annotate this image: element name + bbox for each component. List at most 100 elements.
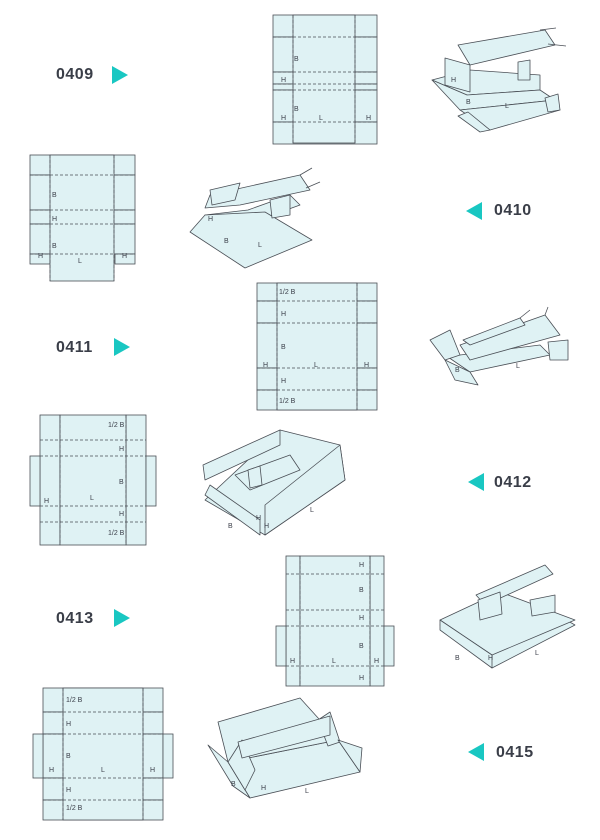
box-face: [444, 359, 479, 386]
box-face: [337, 739, 363, 773]
box-face: [477, 591, 503, 621]
arrow-0409: [112, 66, 128, 84]
cut-line: [519, 309, 531, 319]
box-face: [189, 211, 313, 269]
dimension-label: B: [231, 781, 236, 788]
dimension-label: H: [281, 115, 286, 122]
cut-line: [544, 306, 549, 316]
dimension-label: H: [122, 253, 127, 260]
panel: [162, 733, 174, 779]
style-code-0412: 0412: [494, 474, 532, 491]
dimension-label: B: [281, 344, 286, 351]
dimension-label: H: [256, 515, 261, 522]
dimension-label: L: [90, 495, 94, 502]
dimension-label: H: [49, 767, 54, 774]
panel: [275, 625, 287, 667]
arrow-0415: [468, 743, 484, 761]
dimension-label: L: [332, 658, 336, 665]
box-sketch-0415: B H L: [207, 697, 363, 799]
dimension-label: H: [264, 523, 269, 530]
cut-line: [305, 181, 321, 189]
box-face: [202, 429, 281, 481]
box-face: [429, 329, 461, 361]
panel: [292, 14, 356, 144]
dimension-label: H: [290, 658, 295, 665]
dimension-label: H: [364, 362, 369, 369]
dimension-label: L: [535, 650, 539, 657]
dimension-label: H: [374, 658, 379, 665]
panel: [369, 555, 385, 687]
dimension-label: 1/2 B: [279, 289, 296, 296]
dimension-label: L: [258, 242, 262, 249]
panel: [383, 625, 395, 667]
dimension-label: L: [310, 507, 314, 514]
box-face: [209, 182, 241, 206]
box-face: [269, 194, 291, 219]
arrow-0411: [114, 338, 130, 356]
dimension-label: H: [366, 115, 371, 122]
dimension-label: 1/2 B: [66, 697, 83, 704]
dimension-label: B: [455, 655, 460, 662]
dimension-label: B: [455, 367, 460, 374]
style-code-0411: 0411: [56, 339, 93, 356]
dimension-label: L: [78, 258, 82, 265]
box-sketch-0412: B HH L: [202, 429, 346, 536]
dimension-label: H: [150, 767, 155, 774]
dimension-label: L: [319, 115, 323, 122]
dimension-label: H: [488, 655, 493, 662]
box-face: [517, 59, 531, 81]
dimension-label: L: [516, 363, 520, 370]
dimension-label: L: [314, 362, 318, 369]
box-face: [439, 619, 493, 669]
box-face: [462, 317, 526, 346]
dimension-label: 1/2 B: [66, 805, 83, 812]
panel: [29, 455, 41, 507]
panel: [145, 455, 157, 507]
arrow-0413: [114, 609, 130, 627]
style-code-0415: 0415: [496, 744, 534, 761]
box-face: [264, 444, 346, 536]
arrow-0410: [466, 202, 482, 220]
box-face: [227, 739, 256, 791]
dimension-label: B: [228, 523, 233, 530]
dimension-label: L: [305, 788, 309, 795]
dimension-label: B: [119, 479, 124, 486]
dimension-label: H: [359, 562, 364, 569]
dimension-label: H: [66, 787, 71, 794]
dimension-label: H: [261, 785, 266, 792]
box-sketch-0411: BL: [429, 306, 569, 386]
dimension-label: H: [44, 498, 49, 505]
dimension-label: B: [52, 192, 57, 199]
arrow-0412: [468, 473, 484, 491]
panel: [49, 154, 115, 282]
dimension-label: L: [101, 767, 105, 774]
dimension-label: H: [119, 511, 124, 518]
dimension-label: B: [224, 238, 229, 245]
dimension-label: H: [359, 675, 364, 682]
arrow-left-icon: [468, 473, 484, 491]
box-face: [457, 29, 556, 66]
box-sketch-0410: HBL: [189, 167, 321, 269]
cut-line: [299, 167, 313, 176]
box-face: [247, 465, 263, 489]
dimension-label: H: [38, 253, 43, 260]
panel: [32, 733, 44, 779]
dimension-label: B: [359, 643, 364, 650]
panel: [125, 414, 147, 546]
box-face: [529, 594, 556, 617]
box-face: [457, 111, 491, 133]
cut-line: [547, 43, 567, 47]
panel: [39, 414, 61, 546]
style-code-0410: 0410: [494, 202, 532, 219]
dimension-label: H: [119, 446, 124, 453]
dimension-label: L: [505, 103, 509, 110]
style-code-0409: 0409: [56, 66, 94, 83]
box-face: [547, 339, 569, 361]
arrow-right-icon: [112, 66, 128, 84]
dimension-label: B: [359, 587, 364, 594]
dimension-label: B: [52, 243, 57, 250]
